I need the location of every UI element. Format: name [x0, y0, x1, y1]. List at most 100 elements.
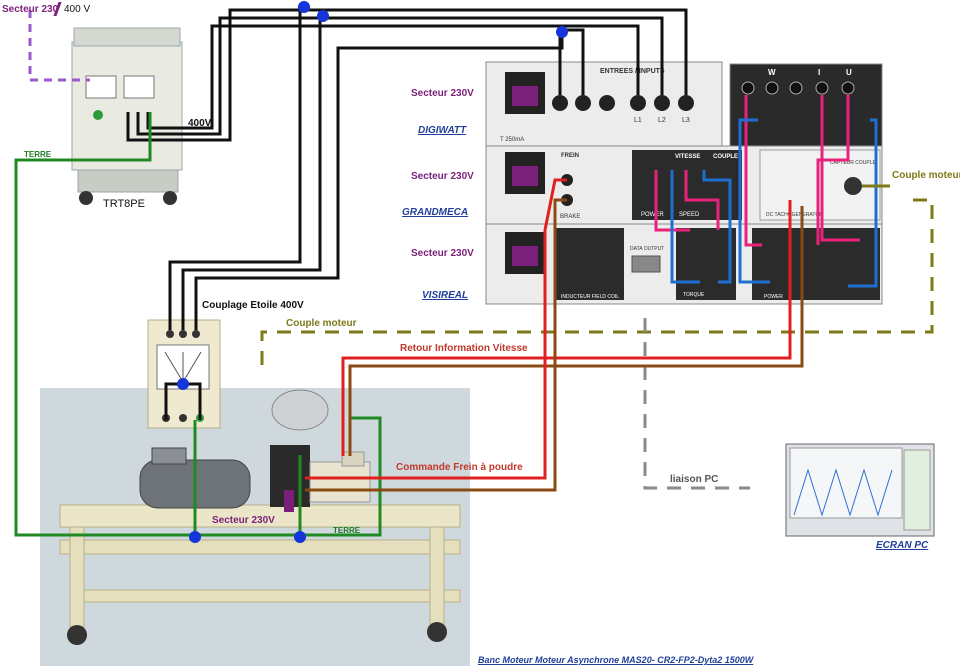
terre-bottom-label: TERRE — [333, 526, 361, 535]
phase-wire — [126, 8, 688, 142]
digiwatt2-block — [556, 228, 624, 300]
torque-signal-dashed-line — [260, 198, 934, 365]
schematic-line — [182, 351, 202, 383]
blue-jumper — [702, 170, 732, 284]
input-jack — [575, 95, 591, 111]
schematic-line — [164, 351, 184, 383]
bench-mains-label: Secteur 230V — [212, 515, 275, 526]
400v-label: 400V — [188, 118, 212, 129]
entrees-inputs-label: ENTREES / INPUTS — [600, 68, 665, 75]
neutral-wire — [558, 28, 585, 95]
torque-label: TORQUE — [683, 292, 705, 298]
frein-label: FREIN — [561, 153, 579, 159]
terre-left-label: TERRE — [24, 150, 52, 159]
instrument-rack: ENTREES / INPUTS L1 L2 L3 T 250mA W I U … — [485, 61, 883, 305]
bench-mains-plug — [284, 490, 294, 512]
input-jack-l3 — [678, 95, 694, 111]
digiwatt-mains-label: Secteur 230V — [411, 88, 474, 99]
fuse-label: T 250mA — [500, 137, 524, 143]
brake-command-wire — [305, 178, 567, 480]
coupling-label: Couplage Etoile 400V — [202, 300, 304, 311]
output-jack — [789, 81, 803, 95]
input-jack — [599, 95, 615, 111]
bench-top-rail — [59, 504, 461, 528]
inducteur-label: INDUCTEUR FIELD COIL — [561, 294, 619, 300]
data-output-label: DATA OUTPUT — [630, 246, 664, 252]
terminal — [179, 330, 187, 338]
u-label: U — [846, 68, 852, 77]
phase-wire — [146, 24, 640, 130]
earth-junction-node — [294, 531, 306, 543]
bench-leg — [69, 526, 85, 628]
output-jack — [815, 81, 829, 95]
pink-jumper — [820, 95, 860, 242]
trt8pe-top — [73, 27, 181, 47]
terminal — [192, 330, 200, 338]
brake-fan-housing — [271, 389, 329, 431]
brake-command-label: Commande Frein à poudre — [396, 462, 523, 473]
coupling-feed-wire — [168, 10, 302, 330]
output-jack — [765, 81, 779, 95]
power-block-label: POWER — [764, 294, 783, 300]
power-led — [93, 110, 103, 120]
trt8pe-label: TRT8PE — [103, 198, 145, 210]
output-jack — [741, 81, 755, 95]
input-jack — [552, 95, 568, 111]
capteur-couple-label: CAPTEUR COUPLE — [830, 160, 877, 166]
output-jack — [841, 81, 855, 95]
speed-label: SPEED — [679, 212, 700, 218]
terminal — [179, 414, 187, 422]
rack-jumpers — [654, 95, 878, 288]
visireal-mains-plug — [512, 246, 538, 266]
pc-link-label: liaison PC — [670, 474, 719, 485]
blue-jumper — [848, 118, 878, 288]
caster-wheel — [79, 191, 93, 205]
vitesse-label: VITESSE — [675, 154, 700, 160]
junction-node — [556, 26, 568, 38]
earth-junction-node — [189, 531, 201, 543]
blue-jumper — [670, 170, 700, 284]
w-label: W — [768, 68, 776, 77]
tachogenerator — [309, 461, 371, 503]
l2-label: L2 — [658, 117, 666, 124]
caster-wheel — [163, 191, 177, 205]
pc-link-dashed-line — [643, 318, 750, 490]
visireal-mains-label: Secteur 230V — [411, 248, 474, 259]
star-coupling-box — [147, 319, 221, 429]
torque-sensor-connector — [844, 177, 862, 195]
pc-screen — [785, 443, 935, 537]
caster-wheel — [427, 622, 447, 642]
pink-jumper — [684, 170, 720, 230]
coupling-feed-wire — [194, 32, 564, 330]
brake-command-wire-return — [305, 198, 567, 492]
grandmeca-mains-label: Secteur 230V — [411, 171, 474, 182]
grandmeca-small-block — [676, 228, 736, 300]
grandmeca-mains-plug — [512, 166, 538, 186]
speed-feedback-wire — [341, 200, 792, 456]
torque-label-right: Couple moteur — [892, 170, 960, 181]
dc-tacho-label: DC TACHOGENERATOR — [766, 212, 823, 218]
breaker — [123, 75, 155, 99]
power-label: POWER — [641, 212, 664, 218]
input-jack-l2 — [654, 95, 670, 111]
phase-wire — [136, 16, 664, 136]
junction-node — [298, 1, 310, 13]
mains-dashed-line — [28, 10, 90, 82]
mains-400-label: 400 V — [64, 4, 91, 15]
motor-terminal-box — [151, 447, 187, 465]
terminal — [166, 330, 174, 338]
power-block — [752, 228, 880, 300]
blue-jumper — [738, 118, 770, 284]
speed-feedback-wire-return — [348, 206, 804, 456]
digiwatt-label: DIGIWATT — [418, 125, 467, 136]
junction-node — [317, 10, 329, 22]
speed-feedback-label: Retour Information Vitesse — [400, 343, 528, 354]
l3-label: L3 — [682, 117, 690, 124]
screen-plot-area — [789, 447, 903, 519]
sensor-connector — [341, 451, 365, 467]
pc-screen-label: ECRAN PC — [876, 540, 929, 551]
pink-jumper — [654, 170, 690, 232]
trt8pe-cabinet — [71, 41, 183, 171]
torque-label-left: Couple moteur — [286, 318, 357, 329]
